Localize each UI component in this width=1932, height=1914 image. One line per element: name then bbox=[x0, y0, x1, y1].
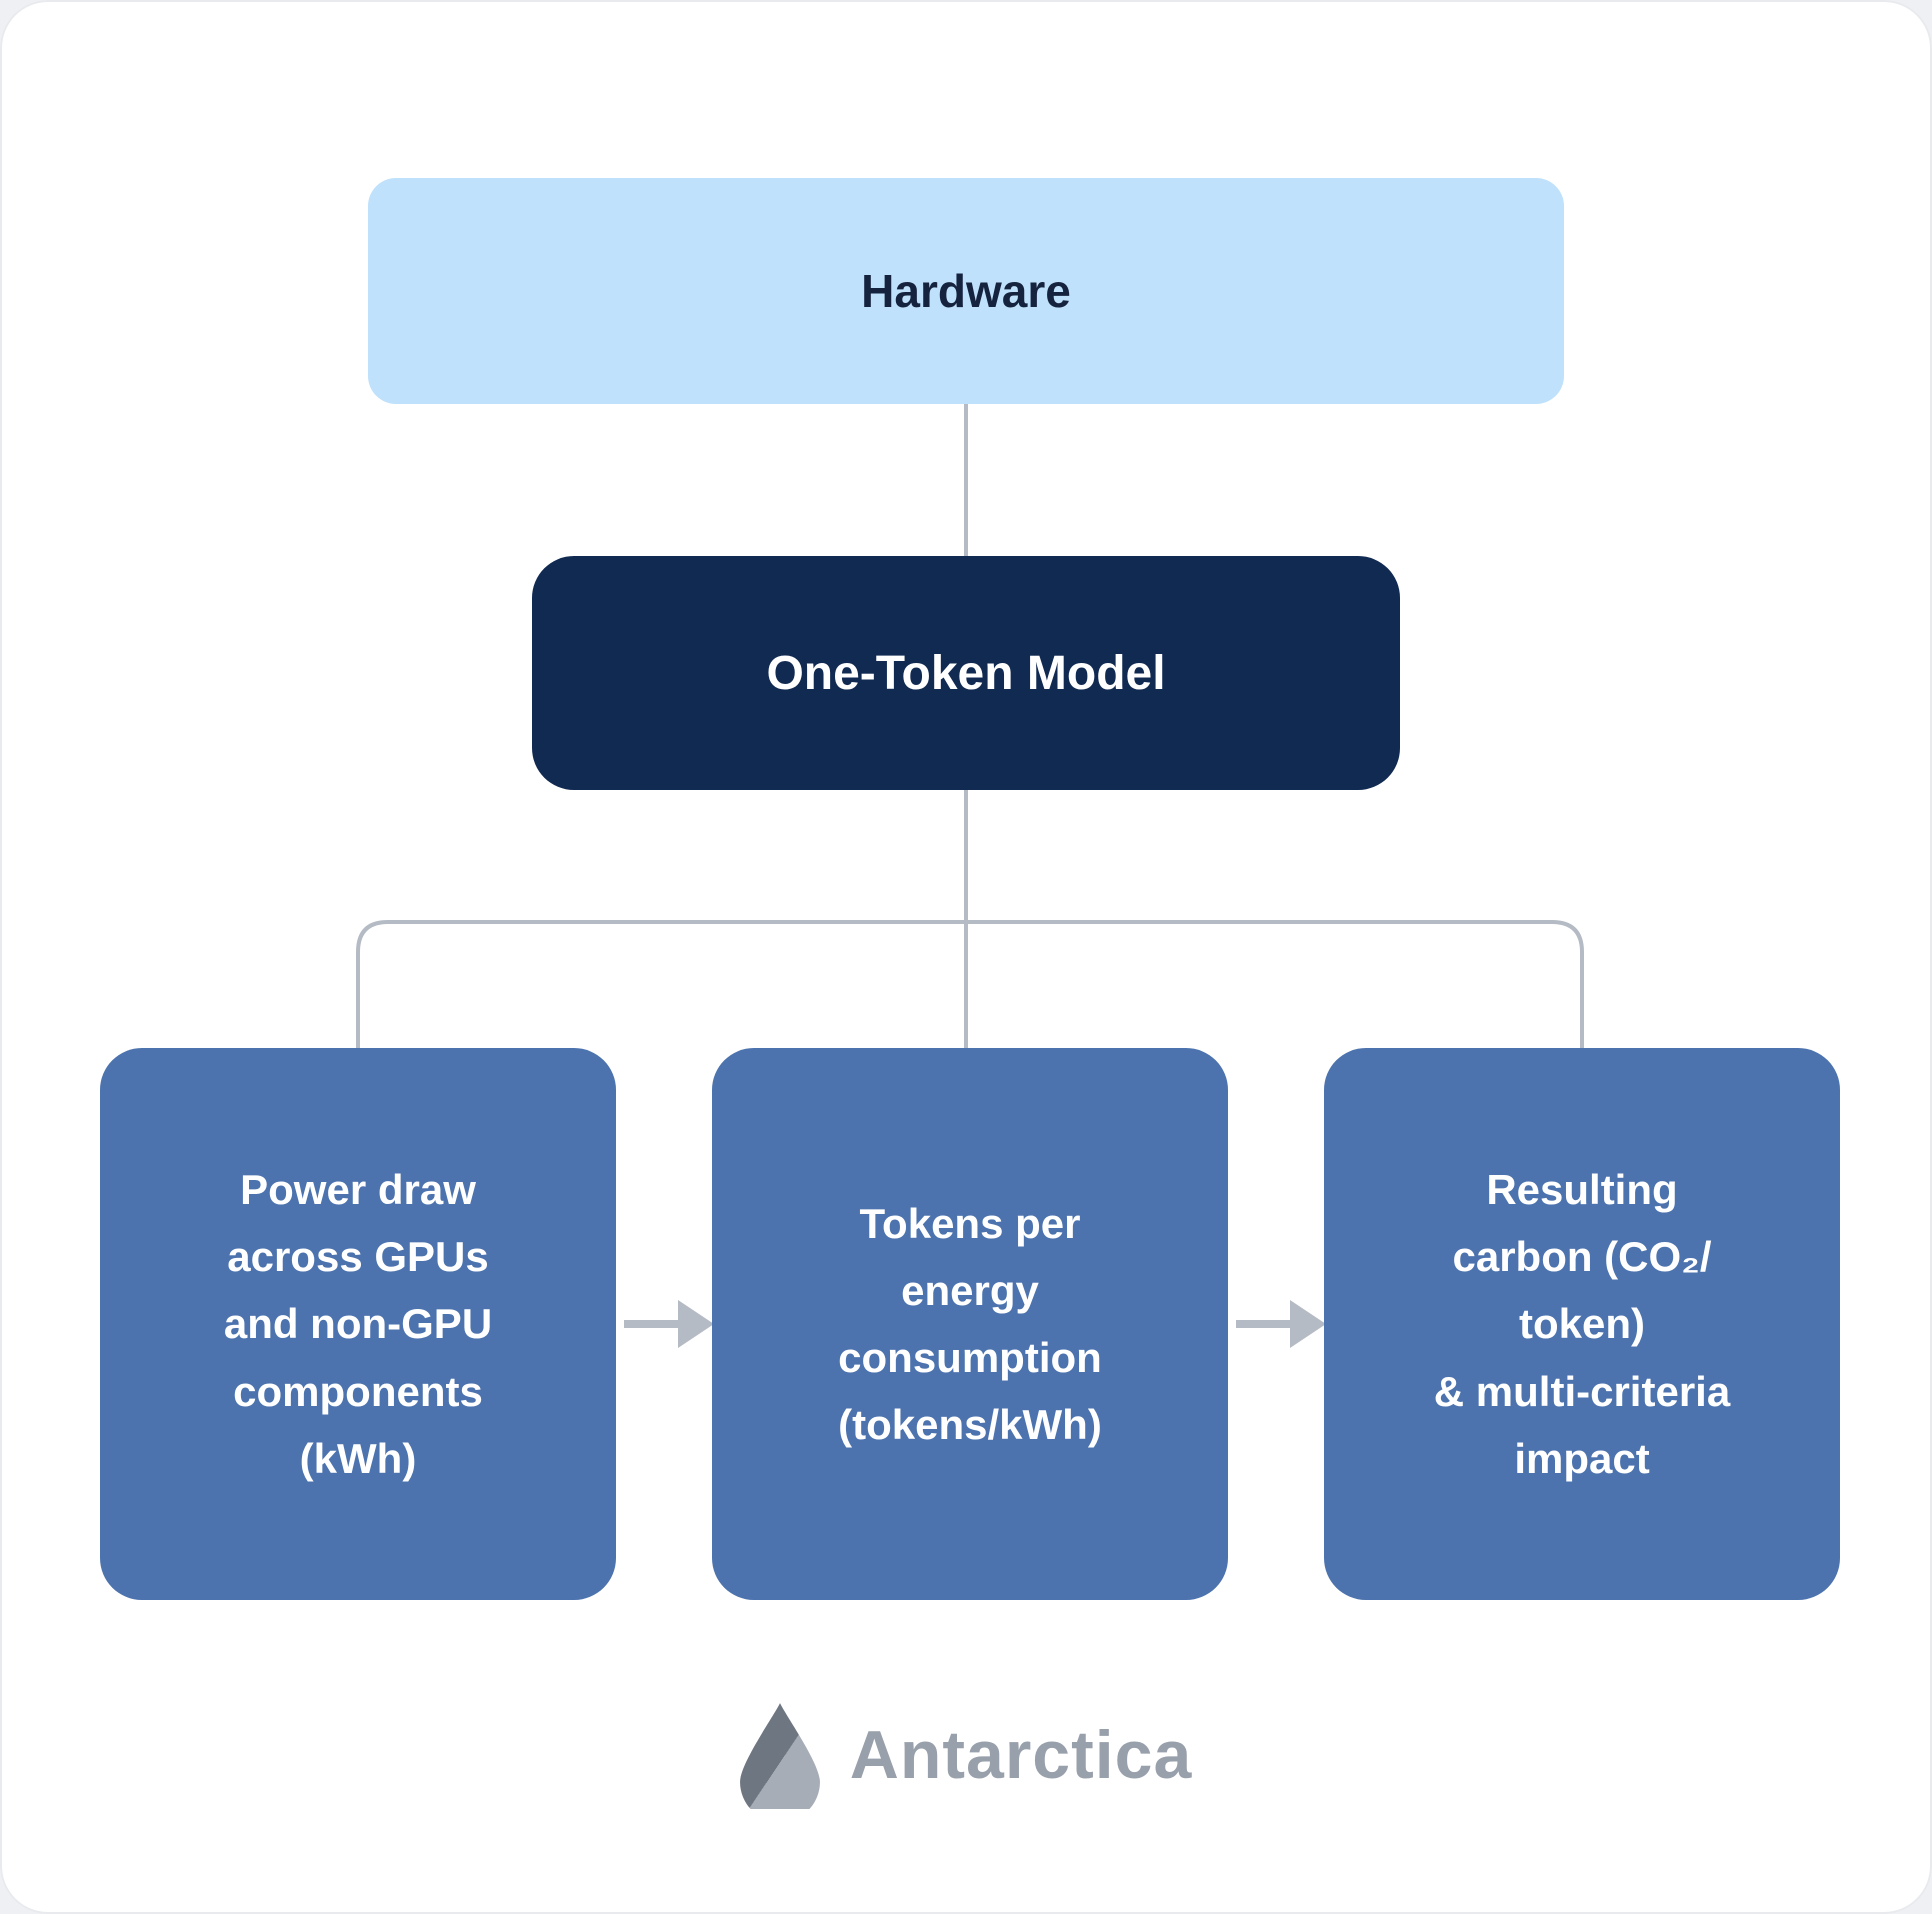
node-hardware: Hardware bbox=[368, 178, 1564, 404]
node-power-draw: Power draw across GPUs and non-GPU compo… bbox=[100, 1048, 616, 1600]
node-resulting-carbon: Resulting carbon (CO₂/ token) & multi-cr… bbox=[1324, 1048, 1840, 1600]
node-tokens-per-energy-label: Tokens per energy consumption (tokens/kW… bbox=[838, 1199, 1102, 1449]
arrow-middle-to-right-icon bbox=[1236, 1300, 1326, 1348]
antarctica-logo: Antarctica bbox=[0, 1690, 1932, 1820]
node-one-token-model: One-Token Model bbox=[532, 556, 1400, 790]
droplet-icon bbox=[739, 1703, 820, 1809]
node-hardware-label: Hardware bbox=[861, 265, 1071, 317]
node-one-token-model-label: One-Token Model bbox=[766, 646, 1166, 700]
node-power-draw-label: Power draw across GPUs and non-GPU compo… bbox=[223, 1166, 493, 1482]
arrow-left-to-middle-icon bbox=[624, 1300, 714, 1348]
antarctica-logo-text: Antarctica bbox=[849, 1717, 1193, 1793]
node-tokens-per-energy: Tokens per energy consumption (tokens/kW… bbox=[712, 1048, 1228, 1600]
node-resulting-carbon-label: Resulting carbon (CO₂/ token) & multi-cr… bbox=[1433, 1166, 1731, 1482]
connector-branch bbox=[356, 920, 1584, 1048]
